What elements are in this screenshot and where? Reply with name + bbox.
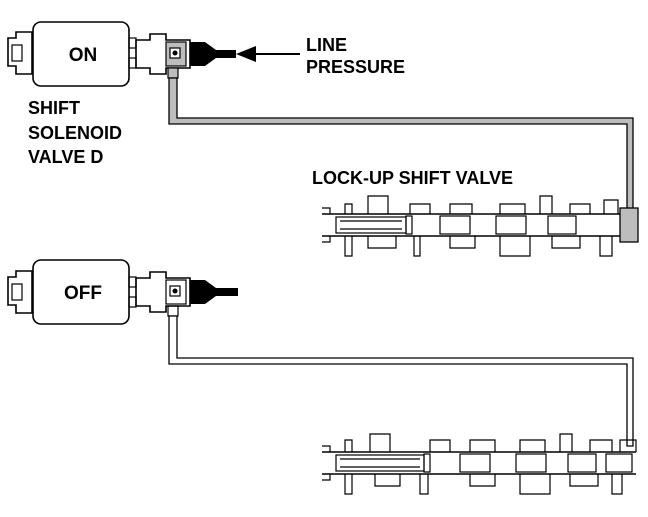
solenoid-bottom [7, 259, 238, 325]
valve-top-end-chamber [619, 207, 639, 243]
solenoid-top-body [32, 21, 130, 87]
solenoid-name-label-line1: SHIFT [28, 98, 80, 118]
solenoid-bottom-state-label: OFF [64, 283, 102, 304]
solenoid-top-tab [128, 37, 137, 49]
solenoid-top-connector-pin [11, 44, 23, 62]
solenoid-bottom-housing [135, 271, 191, 313]
line-pressure-label-line1: LINE [306, 35, 347, 55]
solenoid-top-connector [7, 31, 33, 75]
bottom-fluid-passage [168, 315, 634, 447]
valve-bottom [322, 433, 637, 495]
valve-bottom-spool [335, 454, 425, 472]
valve-label: LOCK-UP SHIFT VALVE [312, 168, 513, 188]
solenoid-bottom-connector [7, 270, 33, 314]
solenoid-top-state-label: ON [69, 45, 98, 66]
line-pressure-arrow [236, 46, 300, 62]
top-fluid-passage [168, 77, 634, 211]
line-pressure-label-line2: PRESSURE [306, 57, 405, 77]
solenoid-bottom-body [32, 259, 130, 325]
solenoid-top-nozzle [190, 42, 216, 66]
valve-top-spool [335, 216, 407, 234]
solenoid-top-tab [128, 57, 137, 69]
solenoid-top [7, 21, 236, 87]
solenoid-top-housing [135, 33, 191, 75]
valve-top [322, 195, 639, 257]
solenoid-name-label-line2: SOLENOID [28, 123, 122, 143]
solenoid-name-label-line3: VALVE D [28, 147, 103, 167]
solenoid-bottom-nozzle [190, 280, 216, 304]
